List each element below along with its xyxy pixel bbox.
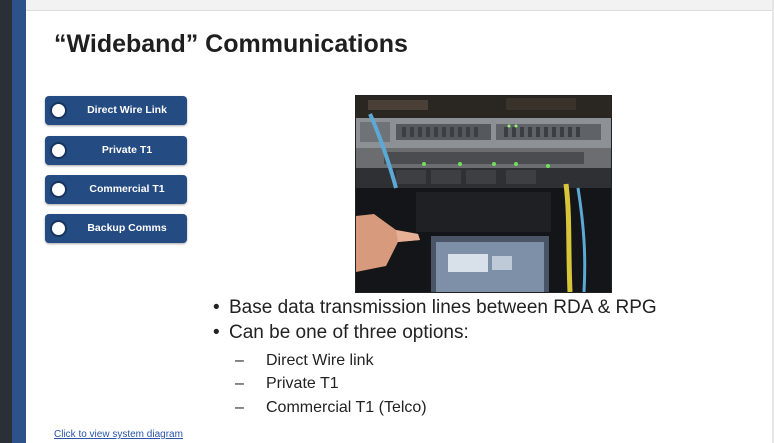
bullet-item: • Can be one of three options: xyxy=(213,321,469,345)
sub-bullet-text: Private T1 xyxy=(266,375,339,392)
rack-illustration xyxy=(356,96,611,292)
sub-bullet-text: Direct Wire link xyxy=(266,352,374,369)
radio-icon xyxy=(50,181,67,198)
bullet-text: Base data transmission lines between RDA… xyxy=(229,297,657,318)
top-rule xyxy=(0,0,774,11)
direct-wire-link-button[interactable]: Direct Wire Link xyxy=(45,96,187,125)
button-label: Direct Wire Link xyxy=(87,104,167,116)
private-t1-button[interactable]: Private T1 xyxy=(45,136,187,165)
bullet-text: Can be one of three options: xyxy=(229,322,469,343)
sub-bullet-dash: – xyxy=(235,399,244,416)
button-label: Commercial T1 xyxy=(89,183,165,195)
left-accent-bar-dark xyxy=(0,0,12,443)
left-accent-bar-blue xyxy=(12,0,26,443)
slide-title: “Wideband” Communications xyxy=(54,30,408,58)
equipment-rack-photo xyxy=(355,95,612,293)
right-edge xyxy=(772,0,774,443)
sub-bullet-text: Commercial T1 (Telco) xyxy=(266,399,427,416)
sub-bullet-dash: – xyxy=(235,375,244,392)
radio-icon xyxy=(50,220,67,237)
commercial-t1-button[interactable]: Commercial T1 xyxy=(45,175,187,204)
radio-icon xyxy=(50,142,67,159)
button-label: Private T1 xyxy=(101,144,153,156)
sub-bullet-dash: – xyxy=(235,352,244,369)
bullet-dot: • xyxy=(213,297,220,318)
button-label: Backup Comms xyxy=(87,222,167,234)
system-diagram-link[interactable]: Click to view system diagram xyxy=(54,429,183,440)
backup-comms-button[interactable]: Backup Comms xyxy=(45,214,187,243)
radio-icon xyxy=(50,102,67,119)
bullet-item: • Base data transmission lines between RD… xyxy=(213,296,657,320)
bullet-dot: • xyxy=(213,322,220,343)
